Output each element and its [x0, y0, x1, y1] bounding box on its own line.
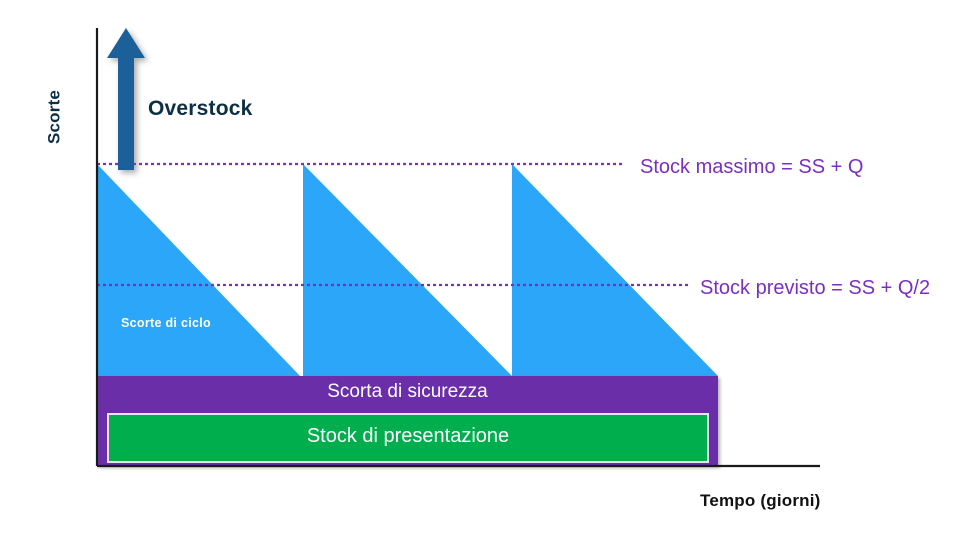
x-axis-title: Tempo (giorni): [700, 491, 821, 510]
y-axis-title-text: Scorte: [44, 89, 64, 145]
presentation-stock-bar: [107, 413, 709, 463]
overstock-arrow-icon: [107, 28, 145, 170]
cycle-stock-triangle-3: [512, 164, 718, 376]
stock-massimo-label: Stock massimo = SS + Q: [640, 156, 864, 178]
overstock-label: Overstock: [148, 97, 253, 120]
cycle-stock-label: Scorte di ciclo: [121, 316, 211, 330]
presentation-stock-label: Stock di presentazione: [306, 425, 510, 447]
cycle-stock-sawtooth: [97, 164, 718, 376]
stock-previsto-label: Stock previsto = SS + Q/2: [700, 277, 931, 299]
y-axis-title: Scorte: [44, 72, 64, 162]
safety-stock-label: Scorta di sicurezza: [327, 381, 488, 402]
cycle-stock-triangle-1: [97, 164, 300, 376]
cycle-stock-triangle-2: [303, 164, 512, 376]
